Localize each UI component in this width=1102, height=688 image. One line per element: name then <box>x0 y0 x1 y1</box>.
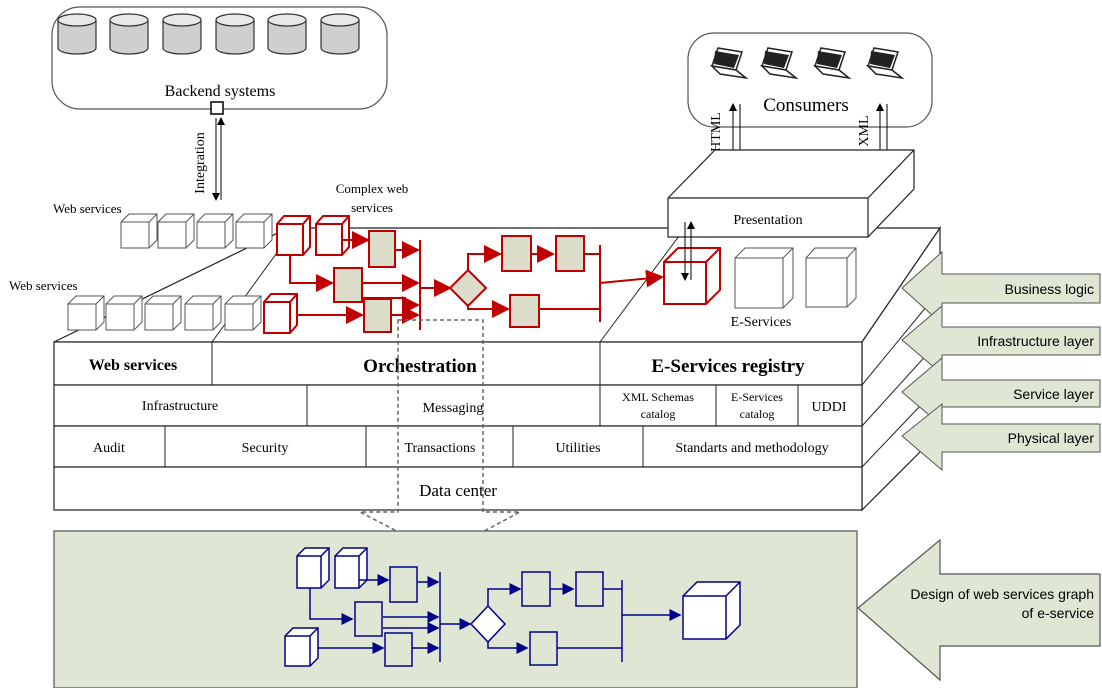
database-icon <box>109 13 149 55</box>
xml-schemas-catalog-label: catalog <box>641 407 676 421</box>
html-label: HTML <box>709 112 724 152</box>
web-service-cube <box>105 295 143 331</box>
eservices-registry-label: E-Services registry <box>651 356 805 377</box>
infrastructure-layer-label: Infrastructure layer <box>977 333 1094 349</box>
red-cube <box>276 215 311 256</box>
data-center-label: Data center <box>419 481 497 500</box>
xml-schemas-label: XML Schemas <box>622 390 694 404</box>
layer-arrow-physical: Physical layer <box>901 402 1101 472</box>
xml-label: XML <box>857 115 872 146</box>
layer-arrow-business-logic: Business logic <box>901 250 1101 326</box>
html-arrow <box>729 103 744 159</box>
database-icon <box>215 13 255 55</box>
eservices-label: E-Services <box>731 315 792 330</box>
eservices-catalog-label-2: catalog <box>740 407 775 421</box>
eservice-cube <box>734 247 794 309</box>
eservice-cube <box>805 247 857 308</box>
messaging-label: Messaging <box>423 401 484 416</box>
security-label: Security <box>242 441 289 456</box>
web-services-zone-label: Web services <box>89 357 177 374</box>
web-service-cube <box>67 295 105 331</box>
business-logic-label: Business logic <box>1005 281 1095 297</box>
web-services-top-label: Web services <box>53 201 122 216</box>
xml-arrow <box>876 103 891 159</box>
design-arrow: Design of web services graph of e-servic… <box>857 538 1101 682</box>
web-service-cube <box>224 295 262 331</box>
database-icon <box>57 13 97 55</box>
red-cube <box>315 215 350 256</box>
integration-arrow <box>212 117 225 201</box>
orchestration-graph <box>263 215 721 334</box>
physical-layer-label: Physical layer <box>1008 430 1095 446</box>
blue-cube <box>334 547 368 589</box>
integration-port <box>210 101 224 115</box>
complex-services-label-2: services <box>351 200 393 215</box>
blue-cube <box>296 547 330 589</box>
web-service-cube <box>120 213 158 249</box>
infrastructure-label: Infrastructure <box>142 399 218 414</box>
web-service-cube <box>196 213 234 249</box>
presentation-label: Presentation <box>733 213 802 228</box>
blue-cube <box>284 627 319 667</box>
red-cube <box>263 293 298 334</box>
presentation-box: Presentation <box>667 149 915 238</box>
uddi-label: UDDI <box>812 400 847 415</box>
service-layer-label: Service layer <box>1013 386 1094 402</box>
complex-services-label: Complex web <box>336 181 409 196</box>
design-label-line2: of e-service <box>1022 605 1095 621</box>
transactions-label: Transactions <box>404 441 475 456</box>
web-service-cube <box>157 213 195 249</box>
backend-label: Backend systems <box>165 83 276 100</box>
web-service-cube <box>144 295 182 331</box>
layer-arrow-infrastructure: Infrastructure layer <box>901 304 1101 376</box>
web-service-cube <box>184 295 222 331</box>
design-graph <box>284 547 741 667</box>
design-label-line1: Design of web services graph <box>910 586 1094 602</box>
web-services-left-label: Web services <box>9 278 78 293</box>
orchestration-label: Orchestration <box>363 356 477 377</box>
blue-cube-large <box>682 581 741 640</box>
integration-label: Integration <box>193 132 208 193</box>
database-icon <box>320 13 360 55</box>
database-icon <box>267 13 307 55</box>
consumers-label: Consumers <box>763 95 849 116</box>
eservices-catalog-label: E-Services <box>731 390 783 404</box>
presentation-arrow <box>681 221 695 281</box>
utilities-label: Utilities <box>555 441 600 456</box>
standards-label: Standarts and methodology <box>675 441 828 456</box>
audit-label: Audit <box>93 441 125 456</box>
backend-systems: Backend systems <box>51 6 388 110</box>
web-service-cube <box>235 213 273 249</box>
database-icon <box>162 13 202 55</box>
consumers-box: Consumers <box>687 32 933 128</box>
